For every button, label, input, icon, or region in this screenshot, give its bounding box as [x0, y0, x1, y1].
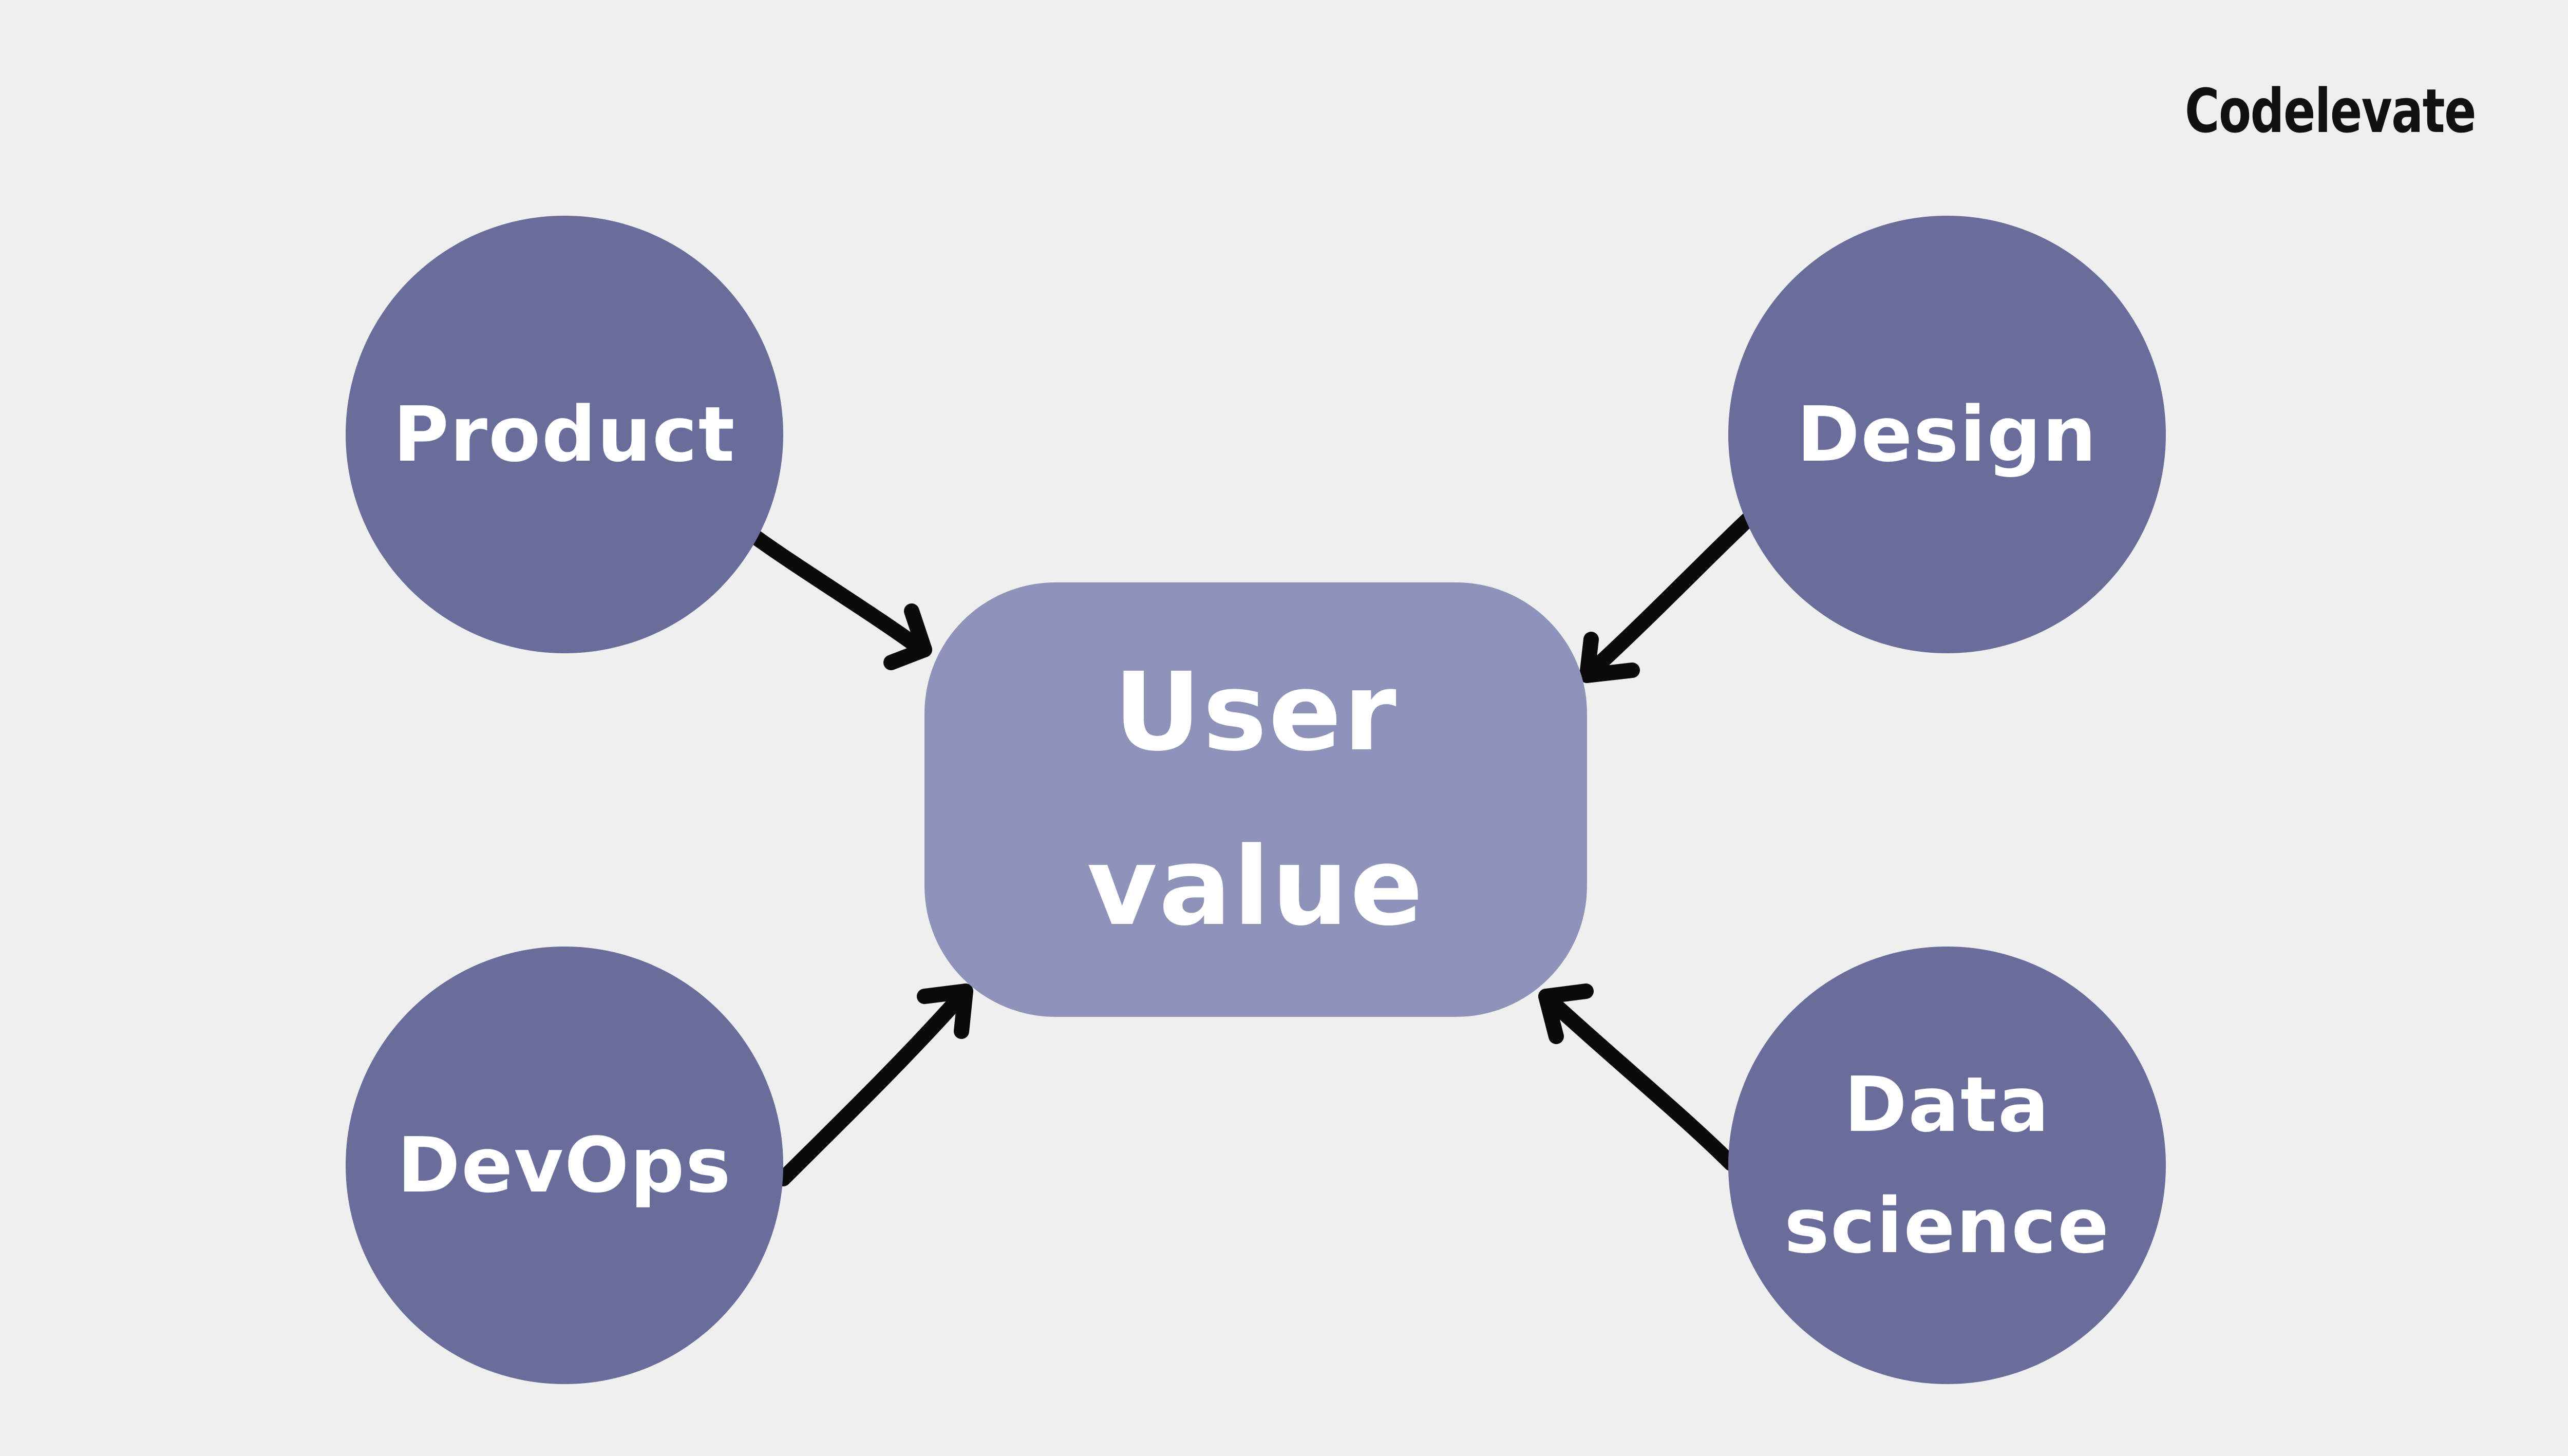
arrow-devops-to-user-value — [776, 984, 973, 1186]
node-data-science-label-line-2: science — [1784, 1182, 2110, 1270]
node-product: Product — [346, 216, 783, 653]
arrow-design-to-user-value — [1579, 511, 1757, 683]
node-data-science-label-line-1: Data — [1844, 1061, 2050, 1149]
node-design-label: Design — [1797, 390, 2098, 479]
brand-logo: ® Codelevate — [2170, 70, 2530, 152]
arrow-product-to-user-value — [747, 529, 932, 670]
center-label-line-1: User — [1113, 649, 1398, 775]
center-label-line-2: value — [1087, 824, 1425, 950]
node-devops: DevOps — [346, 947, 783, 1384]
arrow-data-science-to-user-value — [1538, 984, 1739, 1171]
node-data-science: Data science — [1728, 947, 2166, 1384]
brand-name: Codelevate — [2185, 75, 2477, 146]
center-user-value: User value — [924, 582, 1587, 1017]
node-product-label: Product — [393, 390, 736, 479]
node-devops-label: DevOps — [397, 1121, 732, 1209]
node-design: Design — [1728, 216, 2166, 653]
